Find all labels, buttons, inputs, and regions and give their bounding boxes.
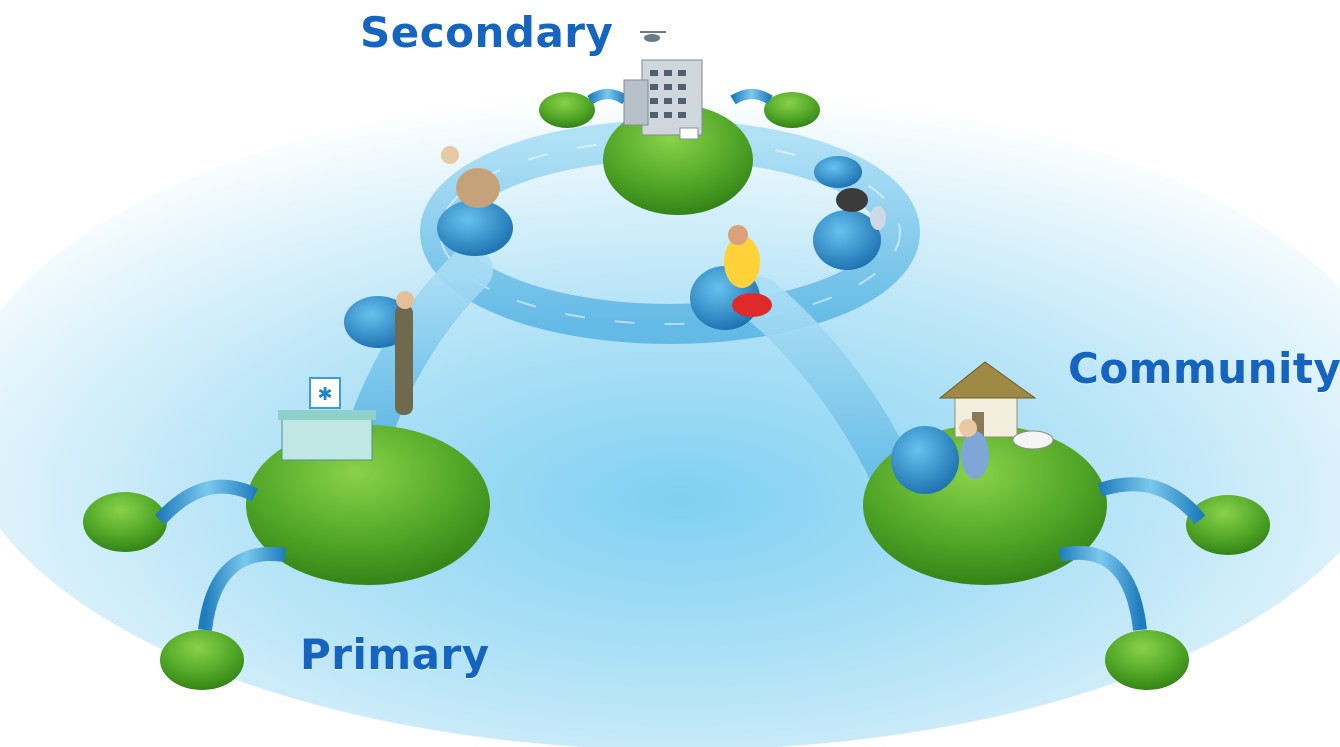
pathway-to-primary	[347, 247, 493, 453]
car-icon	[1012, 430, 1054, 450]
ambulance-icon	[679, 127, 699, 140]
secondary-island	[539, 89, 820, 215]
house-icon	[938, 361, 1037, 438]
primary-island	[83, 425, 490, 690]
helicopter-icon	[640, 31, 666, 42]
community-label: Community	[1068, 344, 1340, 393]
secondary-label: Secondary	[360, 8, 614, 57]
clinic-icon: ✱	[278, 377, 376, 461]
hospital-icon	[623, 59, 703, 136]
svg-text:✱: ✱	[317, 384, 332, 405]
primary-label: Primary	[300, 630, 490, 679]
person-icon	[395, 146, 989, 479]
